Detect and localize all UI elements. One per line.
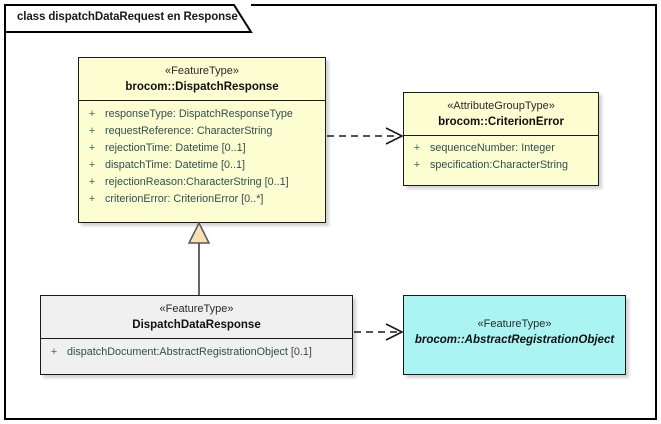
attribute-text: dispatchDocument:AbstractRegistrationObj… [67,346,312,359]
class-attributes-dispatch-response: + responseType: DispatchResponseType + r… [79,101,325,214]
class-divider [41,338,352,340]
attribute-visibility: + [413,159,421,172]
class-stereotype: «AttributeGroupType» [447,100,555,112]
attribute-visibility: + [50,346,58,359]
attribute-row: + rejectionReason:CharacterString [0..1] [79,174,325,191]
class-stereotype: «FeatureType» [159,303,234,315]
class-attributes-criterion-error: + sequenceNumber: Integer + specificatio… [404,136,598,180]
class-divider [404,135,598,137]
attribute-row: + responseType: DispatchResponseType [79,106,325,123]
frame-tab-mask [5,0,251,6]
class-header-dispatch-response: «FeatureType» brocom::DispatchResponse [79,58,325,100]
class-header-abstract-registration-object: «FeatureType» brocom::AbstractRegistrati… [404,296,625,353]
class-name: brocom::DispatchResponse [125,81,279,94]
diagram-frame [4,4,657,420]
class-box-criterion-error[interactable]: «AttributeGroupType» brocom::CriterionEr… [403,92,599,186]
attribute-visibility: + [88,193,96,206]
attribute-row: + rejectionTime: Datetime [0..1] [79,140,325,157]
attribute-text: sequenceNumber: Integer [430,142,555,155]
diagram-title: class dispatchDataRequest en Response [17,11,238,23]
attribute-text: rejectionReason:CharacterString [0..1] [105,176,289,189]
attribute-text: specification:CharacterString [430,159,569,172]
attribute-row: + dispatchTime: Datetime [0..1] [79,157,325,174]
class-attributes-dispatch-data-response: + dispatchDocument:AbstractRegistrationO… [41,339,352,365]
attribute-text: dispatchTime: Datetime [0..1] [105,159,246,172]
attribute-text: requestReference: CharacterString [105,125,273,138]
attribute-visibility: + [88,108,96,121]
attribute-visibility: + [413,142,421,155]
class-header-criterion-error: «AttributeGroupType» brocom::CriterionEr… [404,93,598,135]
class-name: brocom::CriterionError [438,116,564,129]
attribute-row: + requestReference: CharacterString [79,123,325,140]
class-stereotype: «FeatureType» [165,65,239,77]
class-box-dispatch-response[interactable]: «FeatureType» brocom::DispatchResponse +… [78,57,326,223]
attribute-visibility: + [88,142,96,155]
class-name: brocom::AbstractRegistrationObject [414,334,615,347]
attribute-text: rejectionTime: Datetime [0..1] [105,142,246,155]
attribute-text: responseType: DispatchResponseType [105,108,293,121]
attribute-visibility: + [88,125,96,138]
attribute-row: + specification:CharacterString [404,157,598,174]
class-header-dispatch-data-response: «FeatureType» DispatchDataResponse [41,296,352,338]
attribute-row: + dispatchDocument:AbstractRegistrationO… [41,344,352,361]
attribute-visibility: + [88,159,96,172]
class-stereotype: «FeatureType» [477,318,552,330]
class-box-dispatch-data-response[interactable]: «FeatureType» DispatchDataResponse + dis… [40,295,353,375]
attribute-visibility: + [88,176,96,189]
attribute-text: criterionError: CriterionError [0..*] [105,193,264,206]
class-divider [79,100,325,102]
attribute-row: + sequenceNumber: Integer [404,140,598,157]
class-name: DispatchDataResponse [132,319,261,332]
title-tab-shape [4,4,253,33]
diagram-title-tab: class dispatchDataRequest en Response [4,4,254,33]
class-box-abstract-registration-object[interactable]: «FeatureType» brocom::AbstractRegistrati… [403,295,626,375]
attribute-row: + criterionError: CriterionError [0..*] [79,191,325,208]
